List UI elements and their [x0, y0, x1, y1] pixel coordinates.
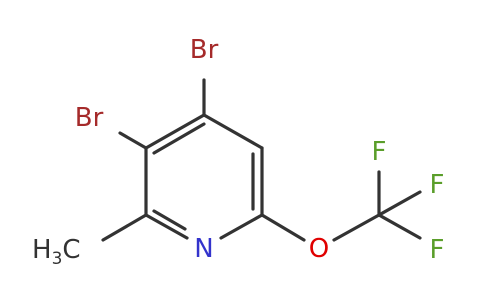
bond-c3-c4-inner: [152, 122, 206, 155]
bond-o-cf3: [332, 213, 381, 242]
atom-labels: Br Br N O F F F H3C: [32, 35, 444, 269]
atom-br-3: Br: [75, 103, 104, 133]
atom-br-4: Br: [190, 35, 219, 65]
bond-c2-ch3: [101, 213, 148, 242]
bond-c-f-right: [377, 190, 422, 217]
atom-o: O: [309, 234, 329, 264]
bond-c4-c5: [202, 113, 264, 150]
atom-f-bottom: F: [430, 235, 445, 265]
bond-c3-c4: [144, 113, 206, 150]
atom-f-right: F: [430, 170, 445, 200]
methyl-c: C: [62, 235, 80, 265]
atom-n: N: [194, 234, 213, 264]
atom-f-top: F: [372, 137, 387, 167]
bond-c-f-bottom: [377, 213, 422, 240]
bonds: [101, 78, 422, 242]
bond-c3-br: [118, 131, 148, 150]
bond-n-c2: [144, 213, 189, 240]
bond-c6-n: [219, 213, 264, 240]
methyl-group: H3C: [32, 235, 81, 269]
methyl-subscript: 3: [52, 249, 63, 269]
bond-c6-o: [260, 213, 306, 242]
bond-n-c2-inner: [152, 209, 187, 231]
methyl-h: H: [32, 235, 52, 265]
